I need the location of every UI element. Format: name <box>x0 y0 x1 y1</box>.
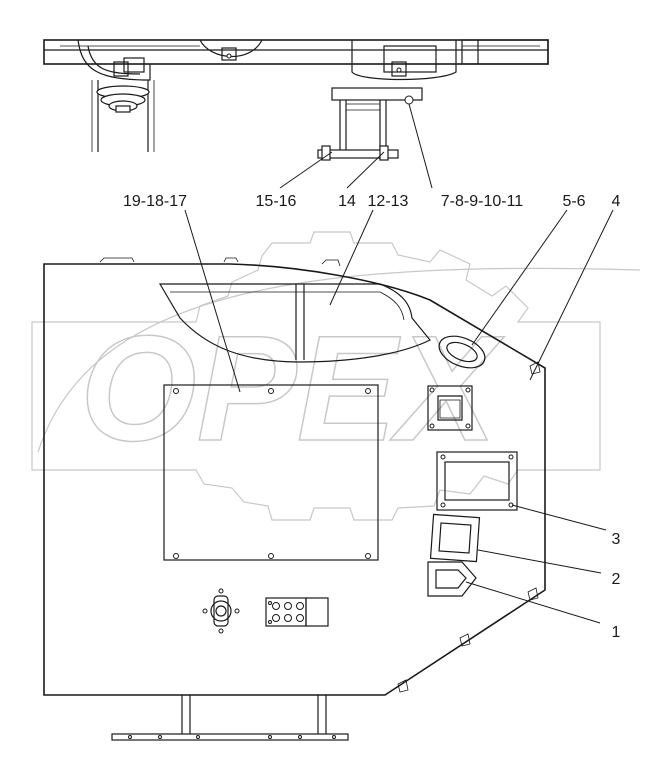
leader-4 <box>529 209 614 381</box>
part-1-gasket <box>427 561 477 597</box>
part-3-cover <box>436 451 518 511</box>
connector-block <box>265 597 329 627</box>
right-support-bracket <box>317 87 423 161</box>
leader-12-13 <box>329 209 374 306</box>
left-mount-detail <box>91 80 155 152</box>
watermark-swoosh <box>37 267 641 453</box>
watermark: OPEX <box>31 231 641 521</box>
callout-12-13: 12-13 <box>368 193 409 210</box>
upper-cutout <box>427 385 473 431</box>
leader-19-18-17 <box>184 209 241 393</box>
leader-5-6 <box>471 209 568 346</box>
callout-1: 1 <box>612 624 621 641</box>
top-rail-assembly <box>43 39 549 81</box>
leader-1 <box>465 581 601 624</box>
base-stand <box>111 695 349 741</box>
oval-grommet <box>438 335 486 369</box>
access-panel <box>163 384 379 561</box>
main-panel <box>43 257 546 741</box>
part-2-gasket <box>429 513 481 563</box>
callout-labels: 19-18-17 15-16 14 12-13 7-8-9-10-11 5-6 … <box>123 193 621 641</box>
leader-7-11 <box>408 103 433 189</box>
callout-3: 3 <box>612 531 621 548</box>
round-fitting <box>202 588 240 634</box>
panel-outline <box>43 263 546 696</box>
callout-4: 4 <box>612 193 621 210</box>
edge-clips <box>397 361 541 693</box>
leader-2 <box>477 549 602 574</box>
leader-3 <box>511 504 607 531</box>
watermark-text: OPEX <box>80 304 505 472</box>
leader-15-16 <box>279 151 333 189</box>
callout-5-6: 5-6 <box>562 193 585 210</box>
leader-14 <box>346 151 385 189</box>
cover-plate <box>158 283 431 363</box>
leader-lines <box>184 103 614 624</box>
callout-7-8-9-10-11: 7-8-9-10-11 <box>441 193 524 210</box>
callout-15-16: 15-16 <box>256 193 297 210</box>
callout-19-18-17: 19-18-17 <box>123 193 187 210</box>
callout-14: 14 <box>338 193 356 210</box>
callout-2: 2 <box>612 571 621 588</box>
